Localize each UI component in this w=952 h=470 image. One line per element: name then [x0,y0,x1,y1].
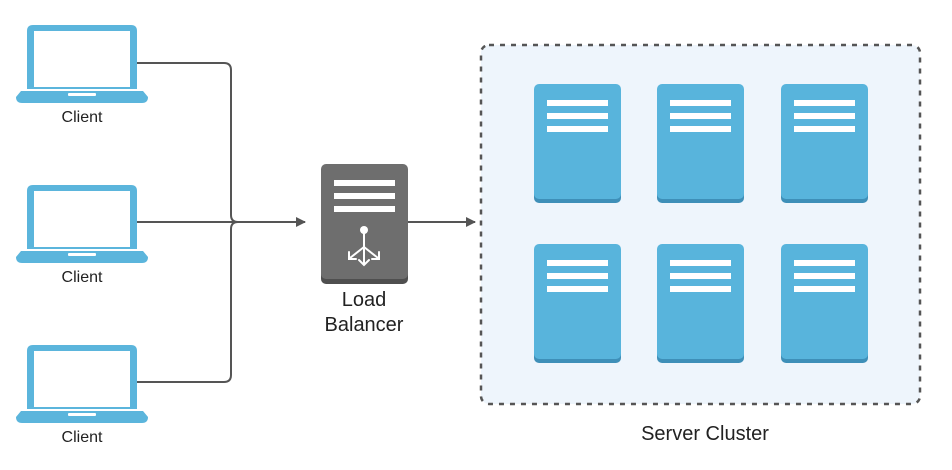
laptop-icon [16,185,148,263]
client-label: Client [61,429,103,446]
server-cluster-label: Server Cluster [641,423,769,445]
server-icon [670,100,731,132]
load-balancer-label: Load Balancer [294,288,434,338]
client-1 [16,25,148,103]
connector-client-3 [137,221,305,383]
client-3 [16,345,148,423]
server-icon [794,260,855,292]
laptop-icon [16,345,148,423]
client-label: Client [61,109,103,126]
load-balancer-label-line1: Load [341,289,387,311]
load-balancer [321,164,408,284]
server-5 [657,244,744,363]
load-balancer-body [321,164,408,279]
load-balancer-label-line2: Balancer [324,314,404,336]
laptop-icon [16,25,148,103]
client-label: Client [61,269,103,286]
server-4 [534,244,621,363]
server-1 [534,84,621,203]
server-icon [547,100,608,132]
load-balancer-icon [334,180,395,267]
server-3 [781,84,868,203]
connector-client-1 [137,62,305,223]
client-2 [16,185,148,263]
server-2 [657,84,744,203]
server-icon [794,100,855,132]
server-icon [547,260,608,292]
server-icon [670,260,731,292]
client-connectors [137,62,306,383]
server-6 [781,244,868,363]
